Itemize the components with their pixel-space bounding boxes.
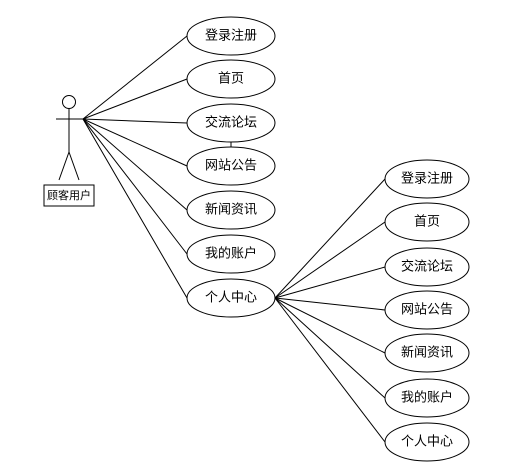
use-case-uc-news: 新闻资讯 bbox=[186, 190, 276, 230]
use-case-sub-home: 首页 bbox=[384, 202, 470, 242]
association-lines bbox=[82, 35, 386, 443]
use-case-label: 交流论坛 bbox=[401, 259, 453, 275]
use-case-sub-login: 登录注册 bbox=[384, 159, 470, 199]
association-center-sub-forum bbox=[274, 266, 386, 299]
use-case-label: 我的账户 bbox=[401, 390, 453, 406]
use-case-label: 新闻资讯 bbox=[401, 345, 453, 361]
use-case-ellipse bbox=[384, 202, 470, 242]
association-actor-uc-home bbox=[82, 78, 188, 120]
use-case-label: 网站公告 bbox=[401, 303, 453, 318]
use-case-label: 网站公告 bbox=[205, 159, 257, 174]
use-case-uc-notice: 网站公告 bbox=[186, 146, 276, 186]
association-actor-uc-news bbox=[82, 118, 188, 211]
use-case-label: 个人中心 bbox=[401, 435, 453, 450]
association-center-sub-account bbox=[274, 297, 386, 399]
use-case-ellipse bbox=[186, 16, 276, 56]
use-case-ellipse bbox=[384, 333, 470, 373]
use-case-uc-login: 登录注册 bbox=[186, 16, 276, 56]
use-case-label: 我的账户 bbox=[205, 246, 257, 262]
use-case-sub-account: 我的账户 bbox=[384, 378, 470, 418]
actor-head bbox=[62, 95, 76, 109]
association-actor-uc-account bbox=[82, 118, 188, 255]
use-case-ellipse bbox=[186, 103, 276, 143]
association-actor-uc-forum bbox=[82, 118, 188, 124]
actor-right-leg bbox=[68, 151, 80, 181]
use-case-label: 首页 bbox=[414, 215, 440, 230]
association-actor-uc-notice bbox=[82, 118, 188, 167]
use-case-ellipse bbox=[384, 378, 470, 418]
use-case-ellipse bbox=[384, 422, 470, 462]
use-case-ellipse bbox=[186, 146, 276, 186]
use-case-ellipse bbox=[384, 290, 470, 330]
use-case-uc-forum: 交流论坛 bbox=[186, 103, 276, 143]
use-case-label: 交流论坛 bbox=[205, 115, 257, 131]
actor-left-leg bbox=[58, 151, 70, 181]
association-center-sub-home bbox=[274, 221, 386, 299]
use-case-label: 登录注册 bbox=[205, 29, 257, 44]
use-case-uc-center: 个人中心 bbox=[186, 278, 276, 318]
association-center-sub-center bbox=[274, 297, 386, 443]
use-case-label: 首页 bbox=[218, 72, 244, 87]
use-case-label: 个人中心 bbox=[205, 291, 257, 306]
use-case-sub-forum: 交流论坛 bbox=[384, 247, 470, 287]
use-case-ellipse bbox=[186, 234, 276, 274]
association-center-sub-notice bbox=[274, 297, 386, 311]
association-center-sub-login bbox=[274, 178, 386, 299]
association-center-sub-news bbox=[274, 297, 386, 354]
use-case-label: 登录注册 bbox=[401, 172, 453, 187]
use-case-sub-news: 新闻资讯 bbox=[384, 333, 470, 373]
association-actor-uc-login bbox=[82, 35, 188, 120]
actor-label: 顾客用户 bbox=[47, 188, 91, 202]
use-case-ellipse bbox=[186, 278, 276, 318]
use-case-sub-center: 个人中心 bbox=[384, 422, 470, 462]
actor-customer: 顾客用户 bbox=[43, 95, 95, 207]
use-case-ellipse bbox=[384, 247, 470, 287]
use-case-ellipse bbox=[384, 159, 470, 199]
use-case-uc-home: 首页 bbox=[186, 59, 276, 99]
use-case-sub-notice: 网站公告 bbox=[384, 290, 470, 330]
use-case-uc-account: 我的账户 bbox=[186, 234, 276, 274]
use-case-label: 新闻资讯 bbox=[205, 202, 257, 218]
association-actor-uc-center bbox=[82, 118, 188, 299]
actor-label-box bbox=[43, 184, 95, 207]
use-case-ellipse bbox=[186, 59, 276, 99]
use-case-ellipse bbox=[186, 190, 276, 230]
